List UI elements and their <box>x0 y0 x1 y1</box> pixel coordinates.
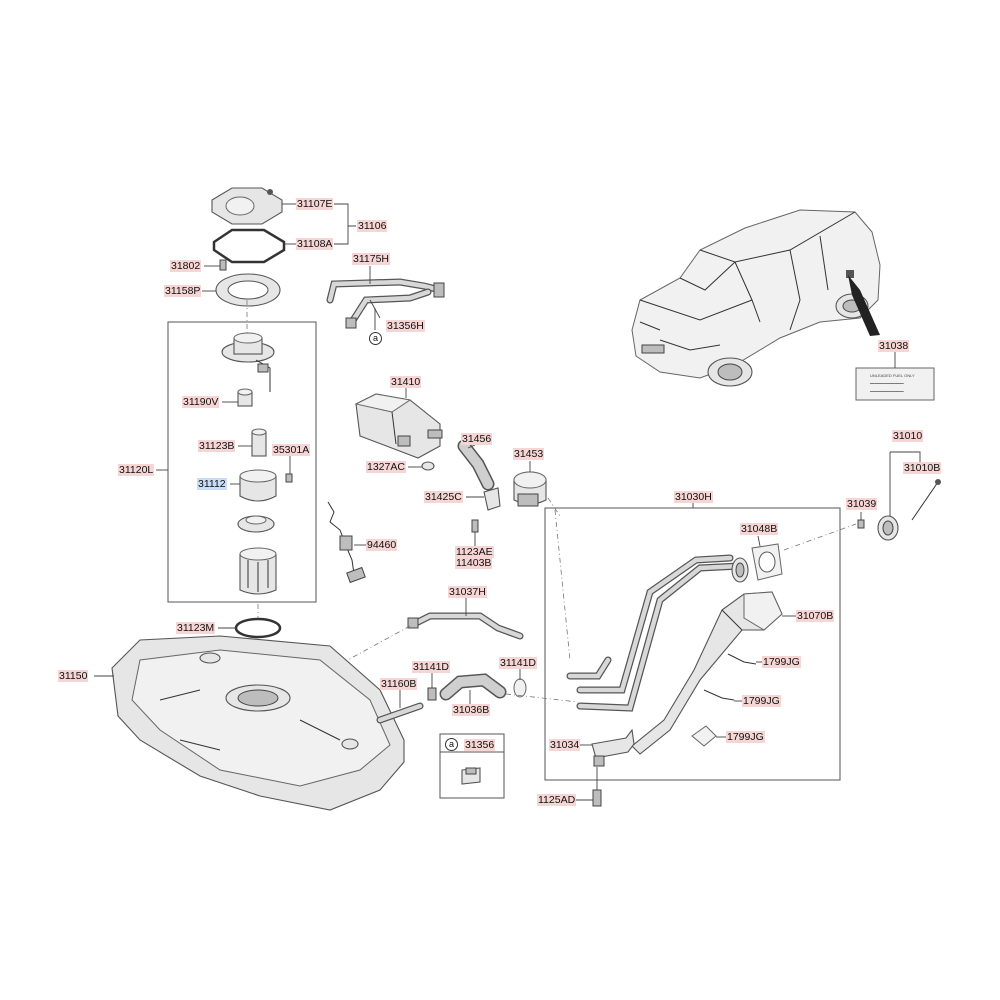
car-illustration <box>631 209 881 387</box>
label-31038[interactable]: 31038 <box>878 340 910 352</box>
decal-line-1: UNLEADED FUEL ONLY <box>870 373 915 378</box>
label-35301A[interactable]: 35301A <box>272 444 311 456</box>
sensor <box>285 473 293 483</box>
label-31123M[interactable]: 31123M <box>176 622 216 634</box>
fuel-tank <box>111 635 405 811</box>
label-31141D-1[interactable]: 31141D <box>412 661 451 673</box>
fuel-pump-motor <box>251 428 267 457</box>
decal-line-2: ━━━━━━━━━━━━━━ <box>870 381 904 386</box>
pump-flange <box>221 332 275 392</box>
callout-box <box>439 733 505 799</box>
label-1123AE[interactable]: 1123AE <box>455 546 494 558</box>
label-31356[interactable]: 31356 <box>464 739 496 751</box>
filler-assembly-box <box>544 507 841 781</box>
vent-filter <box>513 471 547 507</box>
label-31160B[interactable]: 31160B <box>380 678 418 690</box>
label-31107E[interactable]: 31107E <box>296 198 334 210</box>
sensor-harness <box>327 501 366 584</box>
tank-seal-ring <box>234 617 282 639</box>
fuel-cap <box>877 479 941 541</box>
pump-filter <box>239 469 277 502</box>
label-1799JG-1[interactable]: 1799JG <box>762 656 801 668</box>
label-31030H[interactable]: 31030H <box>674 491 713 503</box>
label-31106[interactable]: 31106 <box>357 220 388 232</box>
label-31453[interactable]: 31453 <box>513 448 545 460</box>
label-31010[interactable]: 31010 <box>892 430 924 442</box>
label-31108A[interactable]: 31108A <box>296 238 334 250</box>
pump-reservoir <box>239 547 277 595</box>
label-31356H[interactable]: 31356H <box>386 320 425 332</box>
label-31141D-2[interactable]: 31141D <box>499 657 538 669</box>
bolt <box>471 519 479 533</box>
label-94460[interactable]: 94460 <box>366 539 398 551</box>
label-31036B[interactable]: 31036B <box>452 704 491 716</box>
pump-filter-cap <box>237 388 253 407</box>
label-31048B[interactable]: 31048B <box>740 523 779 535</box>
bracket <box>483 487 501 511</box>
screw <box>219 259 227 271</box>
label-31802[interactable]: 31802 <box>170 260 202 272</box>
filler-bracket <box>591 728 635 759</box>
callout-a-box: a <box>445 738 458 751</box>
hose-clamp-1 <box>427 687 437 701</box>
callout-a-hose: a <box>369 332 382 345</box>
label-31123B[interactable]: 31123B <box>198 440 236 452</box>
vent-tube <box>407 612 524 640</box>
cap-screw <box>857 519 865 529</box>
decal-line-3: ━━━━━━━━━━━━━━ <box>870 389 904 394</box>
label-31190V[interactable]: 31190V <box>182 396 220 408</box>
filler-neck <box>566 554 749 712</box>
filler-bolt <box>592 789 602 807</box>
label-1327AC[interactable]: 1327AC <box>366 461 406 473</box>
pump-bracket <box>237 515 275 533</box>
label-1799JG-2[interactable]: 1799JG <box>742 695 781 707</box>
filler-pipe <box>631 591 783 755</box>
vapor-tubes <box>326 278 445 329</box>
label-1799JG-3[interactable]: 1799JG <box>726 731 765 743</box>
clip-3 <box>691 725 717 747</box>
label-31112[interactable]: 31112 <box>197 478 227 490</box>
label-31456[interactable]: 31456 <box>461 433 493 445</box>
hose-clamp-2 <box>513 678 527 698</box>
label-31410[interactable]: 31410 <box>390 376 422 388</box>
label-31175H[interactable]: 31175H <box>352 253 391 265</box>
gasket <box>212 228 286 264</box>
label-31150[interactable]: 31150 <box>58 670 89 682</box>
label-31425C[interactable]: 31425C <box>424 491 463 503</box>
label-31037H[interactable]: 31037H <box>448 586 487 598</box>
label-31158P[interactable]: 31158P <box>164 285 202 297</box>
label-11403B[interactable]: 11403B <box>455 557 493 569</box>
label-31039[interactable]: 31039 <box>846 498 878 510</box>
label-31034[interactable]: 31034 <box>549 739 581 751</box>
label-31010B[interactable]: 31010B <box>903 462 942 474</box>
clip-2 <box>703 689 735 701</box>
pump-assembly-box <box>167 321 317 603</box>
canister <box>354 393 443 471</box>
label-31120L[interactable]: 31120L <box>118 464 155 476</box>
label-1125AD[interactable]: 1125AD <box>537 794 577 806</box>
label-31070B[interactable]: 31070B <box>796 610 835 622</box>
clip-1 <box>727 653 757 665</box>
